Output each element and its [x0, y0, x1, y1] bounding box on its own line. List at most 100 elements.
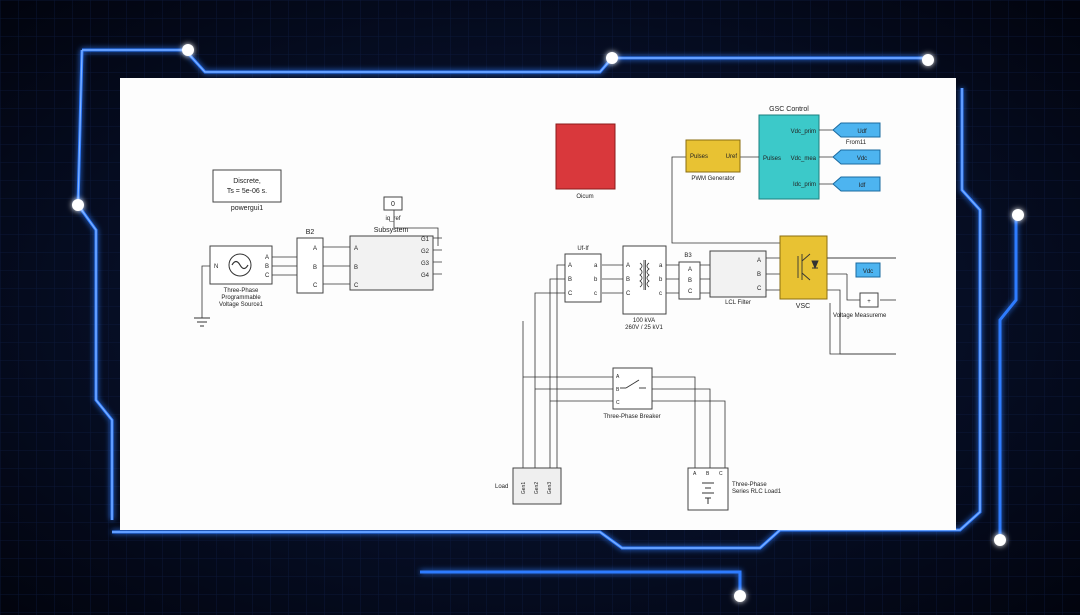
ground-icon	[194, 317, 210, 327]
lcl-filter-block[interactable]: A B C LCL Filter	[709, 250, 767, 306]
svg-text:B: B	[688, 278, 692, 284]
svg-text:A: A	[313, 246, 317, 252]
powergui-block[interactable]: Discrete, Ts = 5e-06 s. powergui1	[212, 169, 282, 212]
svg-text:Udf: Udf	[857, 129, 867, 135]
svg-text:c: c	[659, 291, 662, 297]
svg-text:Voltage Source1: Voltage Source1	[219, 302, 264, 308]
svg-text:260V / 25 kV1: 260V / 25 kV1	[625, 325, 663, 331]
svg-text:A: A	[568, 263, 572, 269]
powergui-line1: Discrete,	[233, 178, 261, 185]
svg-text:C: C	[616, 400, 620, 406]
svg-text:Programmable: Programmable	[221, 295, 261, 301]
svg-text:0: 0	[391, 201, 395, 208]
svg-text:VSC: VSC	[796, 303, 810, 310]
svg-text:c: c	[594, 291, 597, 297]
from-tag-udf[interactable]: Udf	[832, 122, 881, 138]
svg-text:a: a	[659, 263, 663, 269]
svg-text:A: A	[688, 267, 692, 273]
svg-text:Idc_prim: Idc_prim	[793, 182, 816, 188]
svg-text:100 kVA: 100 kVA	[633, 318, 655, 324]
pwm-generator-block[interactable]: Pulses Uref PWM Generator	[685, 139, 741, 182]
svg-text:B: B	[706, 471, 710, 477]
svg-text:Voltage Measureme: Voltage Measureme	[833, 313, 887, 319]
voltage-measurement-block[interactable]: + Voltage Measureme	[833, 292, 887, 319]
svg-text:Vdc_mea: Vdc_mea	[791, 156, 817, 162]
svg-text:C: C	[354, 283, 359, 289]
svg-text:b: b	[594, 277, 598, 283]
breaker-switch-icon	[620, 379, 646, 389]
transformer-block[interactable]: A B C a b c 100 kVA 260V / 25 kV1	[622, 245, 667, 331]
rlc-load-icon	[702, 482, 714, 504]
svg-text:B: B	[313, 265, 317, 271]
from-tag-vdc[interactable]: Vdc	[832, 149, 881, 165]
svg-text:Gen3: Gen3	[547, 482, 553, 494]
svg-text:C: C	[626, 291, 631, 297]
svg-text:A: A	[616, 374, 620, 380]
svg-text:B3: B3	[684, 253, 692, 259]
svg-text:Three-Phase: Three-Phase	[224, 288, 259, 294]
svg-text:G3: G3	[421, 261, 430, 267]
powergui-caption: powergui1	[231, 205, 263, 212]
svg-text:Vdc: Vdc	[863, 269, 873, 275]
svg-text:C: C	[568, 291, 573, 297]
simulink-model-canvas[interactable]: Discrete, Ts = 5e-06 s. powergui1 N A B …	[120, 78, 956, 530]
svg-text:Vdc: Vdc	[857, 156, 867, 162]
subsystem-block[interactable]: Subsystem A B C G1 G2 G3 G4	[349, 227, 434, 291]
svg-text:Gen1: Gen1	[521, 482, 527, 494]
svg-text:B: B	[354, 265, 358, 271]
powergui-line2: Ts = 5e-06 s.	[227, 188, 267, 195]
svg-text:PWM Generator: PWM Generator	[691, 176, 734, 182]
svg-text:C: C	[757, 286, 762, 292]
svg-text:C: C	[313, 283, 318, 289]
svg-text:From11: From11	[846, 140, 867, 146]
svg-text:Vdc_prim: Vdc_prim	[791, 129, 816, 135]
svg-text:iq_ref: iq_ref	[385, 216, 400, 222]
svg-text:Three-Phase: Three-Phase	[732, 482, 767, 488]
iq-ref-constant-block[interactable]: 0 iq_ref	[383, 196, 403, 222]
oscum-scope-block[interactable]: Oicum	[555, 123, 616, 200]
svg-text:C: C	[688, 289, 693, 295]
svg-text:G1: G1	[421, 237, 430, 243]
goto-tag-vdc[interactable]: Vdc	[855, 262, 881, 278]
svg-text:Pulses: Pulses	[763, 156, 781, 162]
svg-text:+: +	[867, 299, 871, 305]
b2-measurement-block[interactable]: B2 A B C	[296, 229, 324, 294]
svg-text:A: A	[626, 263, 630, 269]
svg-text:Gen2: Gen2	[534, 482, 540, 494]
svg-text:A: A	[693, 471, 697, 477]
from-tag-idf[interactable]: Idf	[832, 176, 881, 192]
svg-text:Uf-If: Uf-If	[577, 246, 589, 252]
svg-text:B: B	[568, 277, 572, 283]
igbt-icon	[797, 253, 819, 281]
svg-text:B: B	[265, 264, 269, 270]
svg-text:Idf: Idf	[859, 183, 866, 189]
svg-text:b: b	[659, 277, 663, 283]
svg-text:G2: G2	[421, 249, 430, 255]
svg-text:Three-Phase Breaker: Three-Phase Breaker	[603, 414, 660, 420]
svg-text:N: N	[214, 264, 218, 270]
svg-text:Pulses: Pulses	[690, 154, 708, 160]
svg-text:C: C	[719, 471, 723, 477]
svg-text:C: C	[265, 273, 270, 279]
svg-text:B2: B2	[306, 229, 315, 236]
svg-text:A: A	[265, 255, 269, 261]
three-phase-source-block[interactable]: N A B C Three-Phase Programmable Voltage…	[209, 245, 273, 308]
svg-text:Load: Load	[495, 484, 508, 490]
svg-text:LCL Filter: LCL Filter	[725, 300, 751, 306]
three-phase-breaker-block[interactable]: A B C Three-Phase Breaker	[603, 367, 661, 420]
series-rlc-load-block[interactable]: A B C Three-Phase Series RLC Load1	[687, 467, 782, 511]
svg-text:a: a	[594, 263, 598, 269]
svg-text:GSC Control: GSC Control	[769, 106, 809, 113]
b3-measurement-block[interactable]: B3 A B C	[678, 253, 701, 300]
load-block[interactable]: Load Gen1 Gen2 Gen3	[495, 467, 562, 505]
svg-text:A: A	[354, 246, 358, 252]
svg-text:A: A	[757, 258, 761, 264]
svg-text:Oicum: Oicum	[576, 194, 593, 200]
svg-text:Series RLC Load1: Series RLC Load1	[732, 489, 782, 495]
svg-text:B: B	[626, 277, 630, 283]
svg-text:G4: G4	[421, 273, 430, 279]
svg-text:Uref: Uref	[726, 154, 738, 160]
vsc-converter-block[interactable]: VSC	[779, 235, 828, 310]
svg-text:B: B	[616, 387, 620, 393]
uf-if-measurement-block[interactable]: Uf-If A B C a b c	[564, 246, 602, 303]
